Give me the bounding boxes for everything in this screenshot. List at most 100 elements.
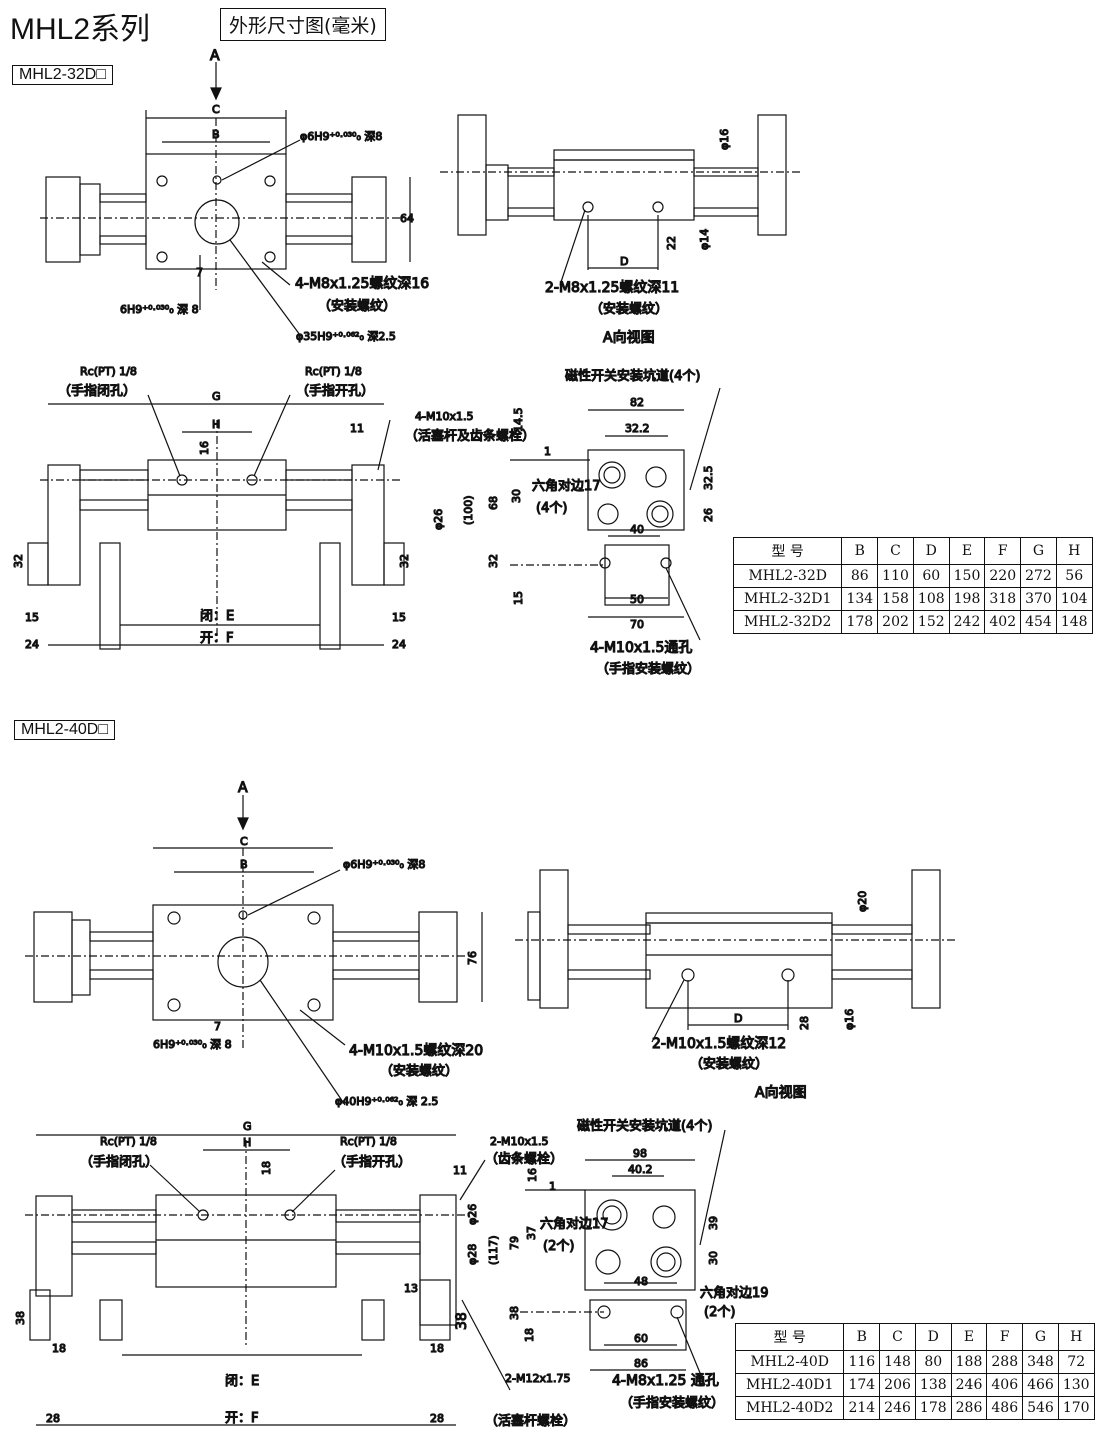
- dimension-table-40: 型 号 B C D E F G H MHL2-40D 116 148 80 18…: [734, 1323, 1095, 1420]
- dim-phi16-a-40: φ16: [843, 1009, 856, 1030]
- table-cell: 170: [1057, 1396, 1095, 1420]
- table-row: MHL2-32D2 178 202 152 242 402 454 148: [732, 610, 1093, 634]
- mount-thread-sub-40: （安装螺纹）: [380, 1064, 458, 1079]
- dim-13-front-40: 13: [404, 1282, 418, 1295]
- closed-e-40: 闭：E: [225, 1374, 259, 1389]
- rack-bolt-sub-40: （齿条螺栓）: [485, 1151, 563, 1167]
- hex-note-sub-32: (4个): [536, 501, 567, 516]
- dim-32-left-32: 32: [12, 554, 25, 568]
- dim-phi28-front-40: φ28: [466, 1244, 479, 1265]
- front-view-40: [25, 1134, 511, 1426]
- dim-11-front-40: 11: [453, 1164, 467, 1177]
- dim-76: 76: [466, 951, 479, 965]
- port-left-40: Rc(PT) 1/8: [100, 1135, 157, 1148]
- table-cell: 152: [912, 610, 950, 634]
- dim-79: 79: [508, 1236, 521, 1250]
- table-cell: 206: [879, 1373, 916, 1397]
- open-f-40: 开：F: [225, 1411, 258, 1426]
- end-view-40: [520, 1129, 726, 1386]
- dim-16-front-32: 16: [198, 441, 211, 455]
- hex-note-32: 六角对边17: [532, 479, 601, 494]
- dim-48: 48: [634, 1275, 648, 1288]
- table-cell: MHL2-32D: [732, 564, 843, 588]
- dim-18-right-40: 18: [430, 1342, 444, 1355]
- dim-40-2: 40.2: [628, 1163, 653, 1176]
- table-row: MHL2-32D1 134 158 108 198 318 370 104: [732, 587, 1093, 611]
- table-cell: 134: [841, 587, 879, 611]
- table-header-cell: B: [843, 1323, 881, 1351]
- dim-h-front-32: H: [212, 418, 220, 431]
- port-left-sub-32: （手指闭孔）: [58, 384, 136, 399]
- table-header-cell: F: [984, 537, 1022, 565]
- dim-32-2: 32.2: [625, 422, 650, 435]
- dim-15-right-32: 15: [392, 611, 406, 624]
- table-cell: 402: [984, 610, 1022, 634]
- dim-39: 39: [707, 1216, 720, 1230]
- port-left-32: Rc(PT) 1/8: [80, 365, 137, 378]
- end-view-title-32: 磁性开关安装坑道(4个): [565, 369, 700, 384]
- dim-37: 37: [525, 1226, 538, 1240]
- piston-bolt-sub-40: （活塞杆螺栓）: [485, 1413, 576, 1429]
- table-cell: 130: [1057, 1373, 1095, 1397]
- dim-14-5: 14.5: [512, 408, 525, 433]
- dim-18-front-40: 18: [260, 1161, 273, 1175]
- closed-e-32: 闭：E: [200, 609, 234, 624]
- arrow-a-32: A: [210, 48, 220, 64]
- series-title: MHL2系列: [10, 13, 151, 46]
- end-thread-sub-40: （手指安装螺纹）: [620, 1396, 724, 1411]
- boss-40: φ40H9⁺⁰·⁰⁶²₀ 深 2.5: [335, 1095, 438, 1108]
- a-view-40: [515, 869, 955, 1043]
- table-cell: 110: [877, 564, 914, 588]
- table-header-row: 型 号 B C D E F G H: [732, 537, 1093, 565]
- table-cell: 178: [914, 1396, 952, 1420]
- dim-68: 68: [487, 496, 500, 510]
- pin-hole-side-40: 6H9⁺⁰·⁰³⁰₀ 深 8: [153, 1038, 232, 1051]
- dim-64: 64: [400, 212, 414, 225]
- table-cell: 246: [879, 1396, 916, 1420]
- table-cell: 60: [912, 564, 950, 588]
- table-cell: 272: [1020, 564, 1057, 588]
- dim-32-5: 32.5: [702, 466, 715, 491]
- a-view-thread-sub-32: （安装螺纹）: [590, 302, 668, 317]
- hex-note-40: 六角对边17: [540, 1217, 609, 1232]
- table-cell: 148: [879, 1350, 916, 1374]
- dim-1-40: 1: [549, 1180, 556, 1193]
- table-header-cell: G: [1020, 537, 1057, 565]
- table-header-cell: C: [879, 1323, 916, 1351]
- table-cell: 150: [948, 564, 986, 588]
- table-cell: 188: [950, 1350, 988, 1374]
- table-cell: 220: [984, 564, 1022, 588]
- table-row: MHL2-32D 86 110 60 150 220 272 56: [732, 564, 1093, 588]
- a-view-thread-32: 2-M8x1.25螺纹深11: [545, 280, 679, 296]
- table-cell: 466: [1022, 1373, 1059, 1397]
- table-cell: 148: [1055, 610, 1093, 634]
- table-cell: 348: [1022, 1350, 1059, 1374]
- table-header-cell: D: [912, 537, 950, 565]
- table-cell: 286: [950, 1396, 988, 1420]
- table-header-cell: 型 号: [734, 1323, 845, 1351]
- table-cell: 108: [912, 587, 950, 611]
- end-view-32: [510, 387, 721, 641]
- dim-c-32: C: [212, 103, 220, 116]
- table-cell: 80: [914, 1350, 952, 1374]
- table-cell: 174: [843, 1373, 881, 1397]
- dim-g-front-32: G: [212, 390, 221, 403]
- front-view-32: [27, 394, 405, 650]
- table-cell: 246: [950, 1373, 988, 1397]
- dim-32-right-32: 32: [398, 554, 411, 568]
- dim-38-end-40: 38: [508, 1306, 521, 1320]
- table-header-cell: 型 号: [732, 537, 843, 565]
- table-cell: 202: [877, 610, 914, 634]
- a-view-thread-40: 2-M10x1.5螺纹深12: [652, 1036, 786, 1052]
- table-cell: 72: [1057, 1350, 1095, 1374]
- table-header-cell: C: [877, 537, 914, 565]
- dim-7-40: 7: [214, 1020, 221, 1033]
- table-cell: 116: [843, 1350, 881, 1374]
- dim-b-32: B: [212, 128, 220, 141]
- dim-18-left-40: 18: [52, 1342, 66, 1355]
- dim-g-front-40: G: [243, 1120, 252, 1133]
- dim-28-right-40: 28: [430, 1412, 444, 1425]
- hex-note-sub-40: (2个): [543, 1239, 574, 1254]
- top-view-32: [40, 62, 411, 336]
- mount-thread-sub-32: （安装螺纹）: [318, 299, 396, 314]
